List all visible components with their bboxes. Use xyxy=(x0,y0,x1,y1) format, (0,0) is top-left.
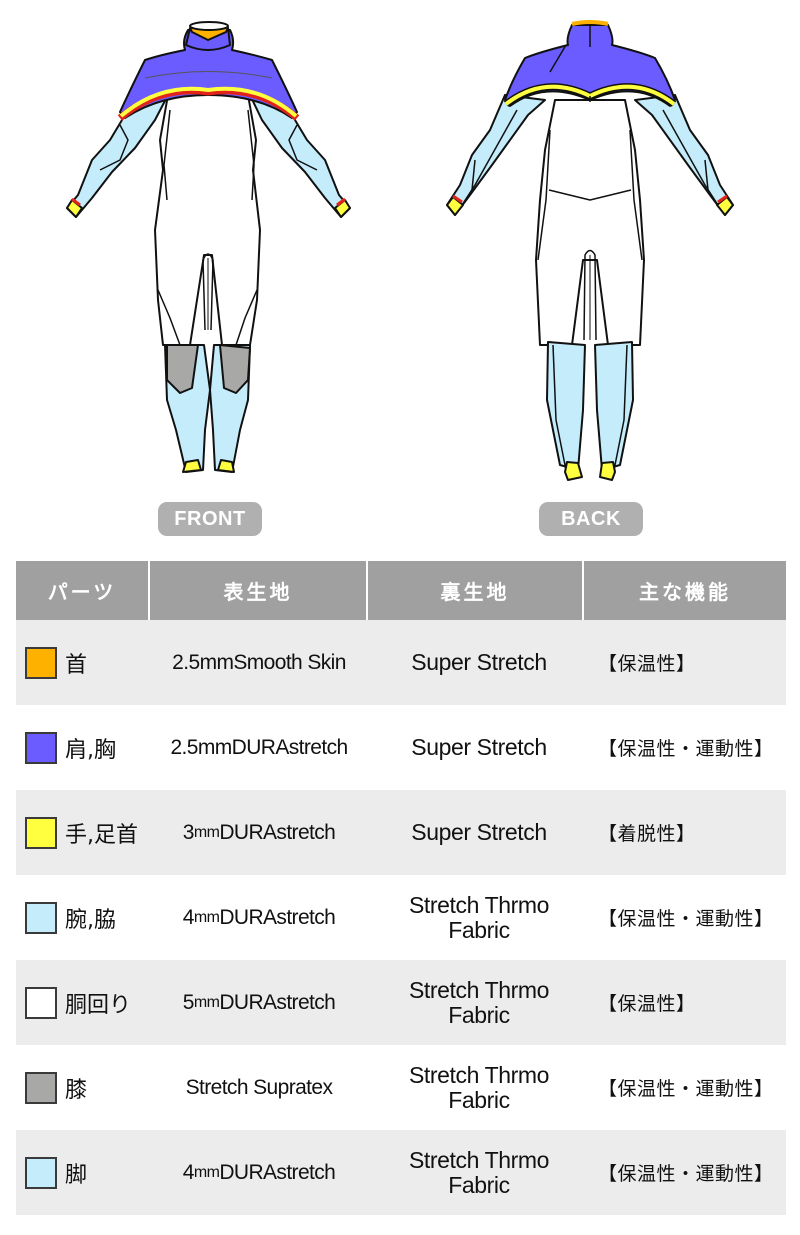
function-cell: 【保温性・運動性】 xyxy=(598,1078,774,1100)
part-cell: 肩,胸 xyxy=(16,731,150,764)
outer-fabric-cell: Stretch Supratex xyxy=(150,1076,368,1100)
inner-fabric-line1: Stretch Thrmo xyxy=(408,976,550,1003)
outer-unit: mm xyxy=(193,823,220,841)
outer-thickness: 2.5mm xyxy=(170,735,232,759)
part-cell: 膝 xyxy=(16,1071,150,1104)
wetsuit-front-illustration xyxy=(40,0,380,500)
header-inner-fabric: 裏生地 xyxy=(368,561,584,620)
table-header: パーツ 表生地 裏生地 主な機能 xyxy=(16,561,786,620)
inner-fabric-cell: Super Stretch xyxy=(368,650,584,675)
color-swatch xyxy=(25,1156,57,1189)
inner-fabric-line2: Fabric xyxy=(448,1086,510,1113)
outer-thickness: 4 xyxy=(182,1160,195,1184)
part-name: 脚 xyxy=(65,1162,88,1188)
outer-thickness: 4 xyxy=(182,905,195,929)
function-cell: 【保温性・運動性】 xyxy=(598,1163,774,1185)
outer-fabric-name: DURAstretch xyxy=(231,735,349,759)
color-swatch xyxy=(25,1071,57,1104)
outer-unit: mm xyxy=(193,908,220,926)
wetsuit-back-illustration xyxy=(420,0,760,500)
outer-fabric-name: Smooth Skin xyxy=(233,650,346,674)
inner-fabric-line1: Super Stretch xyxy=(411,734,547,760)
function-cell: 【保温性】 xyxy=(598,993,696,1015)
part-name: 胴回り xyxy=(65,992,132,1018)
inner-fabric-line1: Super Stretch xyxy=(411,649,547,675)
function-cell: 【着脱性】 xyxy=(598,823,696,845)
back-view-label: BACK xyxy=(539,502,643,536)
inner-fabric-line1: Stretch Thrmo xyxy=(408,1146,550,1173)
outer-fabric-name: DURAstretch xyxy=(219,820,336,844)
color-swatch xyxy=(25,646,57,679)
part-name: 肩,胸 xyxy=(65,737,116,763)
part-cell: 脚 xyxy=(16,1156,150,1189)
function-cell: 【保温性・運動性】 xyxy=(598,908,774,930)
outer-thickness: 3 xyxy=(182,820,195,844)
part-cell: 首 xyxy=(16,646,150,679)
outer-fabric-name: DURAstretch xyxy=(219,1160,336,1184)
outer-thickness: 5 xyxy=(182,990,195,1014)
inner-fabric-line2: Fabric xyxy=(448,916,510,943)
part-cell: 手,足首 xyxy=(16,816,150,849)
inner-fabric-line1: Stretch Thrmo xyxy=(408,1061,550,1088)
outer-fabric-name: DURAstretch xyxy=(219,990,336,1014)
outer-fabric-name: Stretch Supratex xyxy=(185,1075,333,1099)
inner-fabric-line2: Fabric xyxy=(448,1171,510,1198)
function-cell: 【保温性】 xyxy=(598,653,696,675)
inner-fabric-cell: Super Stretch xyxy=(368,820,584,845)
part-name: 腕,脇 xyxy=(65,907,116,933)
part-cell: 腕,脇 xyxy=(16,901,150,934)
outer-unit: mm xyxy=(193,993,220,1011)
part-name: 手,足首 xyxy=(65,822,138,848)
function-cell: 【保温性・運動性】 xyxy=(598,738,774,760)
outer-fabric-name: DURAstretch xyxy=(219,905,336,929)
color-swatch xyxy=(25,986,57,1019)
part-cell: 胴回り xyxy=(16,986,150,1019)
inner-fabric-line1: Super Stretch xyxy=(411,819,547,845)
header-main-function: 主な機能 xyxy=(639,580,731,604)
inner-fabric-cell: Super Stretch xyxy=(368,735,584,760)
color-swatch xyxy=(25,816,57,849)
header-outer-fabric: 表生地 xyxy=(150,561,368,620)
front-view-label: FRONT xyxy=(158,502,262,536)
inner-fabric-line1: Stretch Thrmo xyxy=(408,891,550,918)
outer-unit: mm xyxy=(193,1163,220,1181)
outer-thickness: 2.5mm xyxy=(172,650,234,674)
header-parts: パーツ xyxy=(16,561,150,620)
part-name: 首 xyxy=(65,652,88,678)
part-name: 膝 xyxy=(65,1077,88,1103)
color-swatch xyxy=(25,731,57,764)
color-swatch xyxy=(25,901,57,934)
inner-fabric-line2: Fabric xyxy=(448,1001,510,1028)
